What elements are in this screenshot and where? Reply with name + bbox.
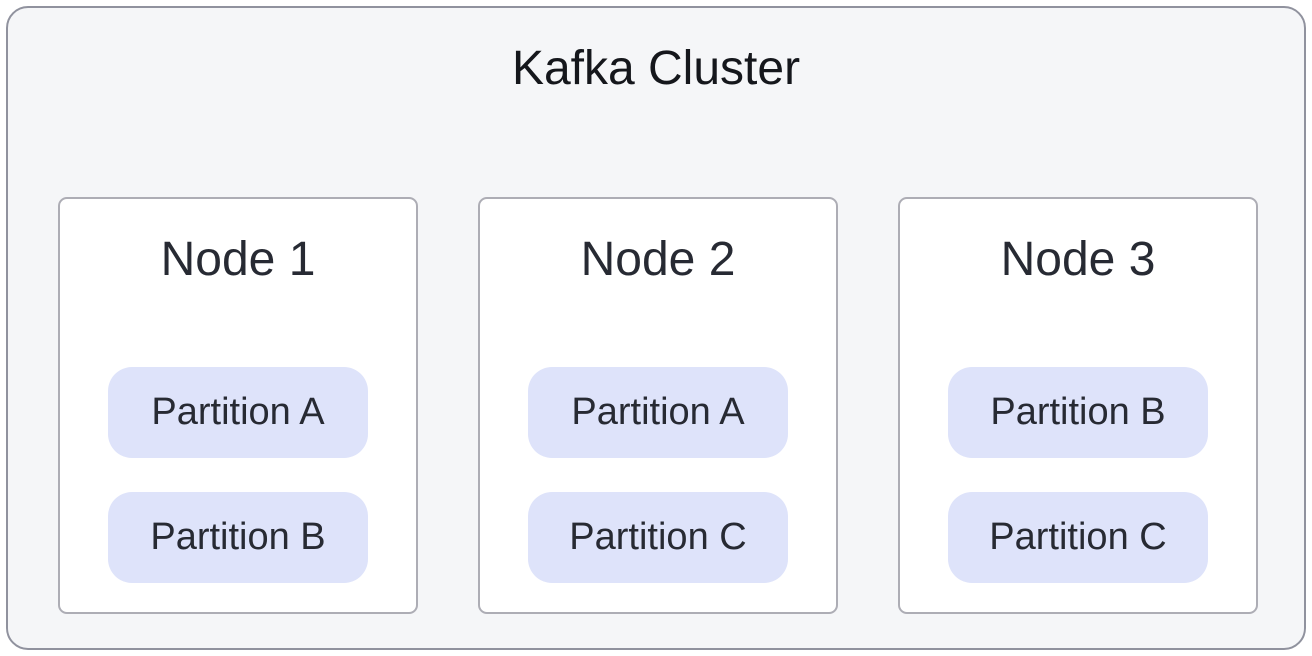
partition-pill: Partition C [948,491,1208,583]
node-card-3: Node 3 Partition B Partition C [898,197,1258,614]
partition-list: Partition A Partition C [528,366,788,583]
nodes-row: Node 1 Partition A Partition B Node 2 Pa… [58,197,1258,614]
partition-pill: Partition B [108,491,368,583]
partition-list: Partition B Partition C [948,366,1208,583]
partition-pill: Partition C [528,491,788,583]
node-card-2: Node 2 Partition A Partition C [478,197,838,614]
node-title: Node 2 [580,233,736,286]
node-title: Node 1 [160,233,316,286]
kafka-cluster-container: Kafka Cluster Node 1 Partition A Partiti… [6,6,1306,650]
partition-pill: Partition A [108,366,368,458]
node-card-1: Node 1 Partition A Partition B [58,197,418,614]
partition-pill: Partition A [528,366,788,458]
node-title: Node 3 [1000,233,1156,286]
partition-pill: Partition B [948,366,1208,458]
partition-list: Partition A Partition B [108,366,368,583]
cluster-title: Kafka Cluster [511,42,801,95]
